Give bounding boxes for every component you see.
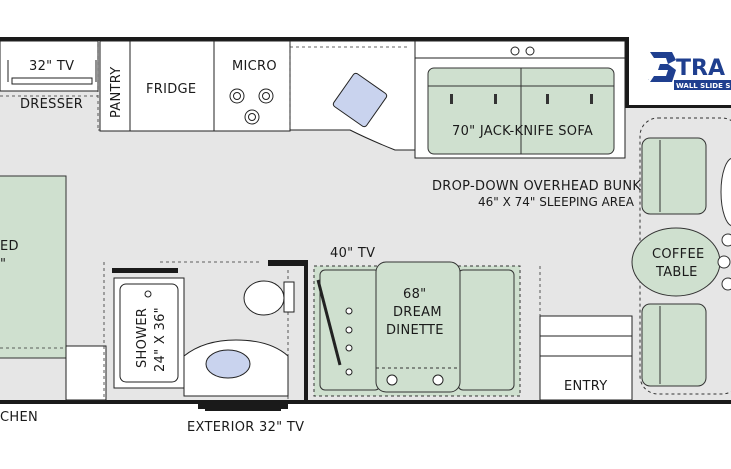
dinette-label-3: DINETTE	[386, 323, 444, 338]
bed	[0, 175, 67, 359]
shower-size: 24" X 36"	[153, 307, 168, 372]
coffee-table	[631, 227, 721, 297]
logo-mark: 3	[648, 79, 649, 81]
bath-wall-right	[304, 260, 308, 400]
jack-knife-sofa	[427, 67, 615, 155]
kitchen-label-fragment: CHEN	[0, 410, 38, 425]
top-wall	[0, 37, 625, 41]
entry-label: ENTRY	[564, 379, 608, 394]
entry-steps	[539, 315, 633, 401]
tv-32-label: 32" TV	[29, 59, 74, 74]
steering-wheel	[720, 157, 731, 227]
tv-lift	[316, 279, 353, 376]
front-seat-top	[641, 137, 707, 215]
micro-label: MICRO	[232, 59, 277, 74]
fridge-label: FRIDGE	[146, 82, 196, 97]
cooktop	[229, 88, 274, 125]
tv-40-label: 40" TV	[330, 246, 375, 261]
coffee-label-2: TABLE	[655, 265, 698, 280]
shower-pan	[119, 283, 179, 383]
logo-word: TRA	[676, 56, 725, 81]
bottom-wall	[0, 400, 731, 404]
kitchen-sink	[332, 72, 388, 128]
shower-drain	[144, 290, 152, 298]
front-seat-bottom	[641, 303, 707, 387]
cab-divider-wall	[625, 37, 629, 107]
bedroom-tv-cabinet	[0, 40, 99, 92]
dash-panel	[717, 233, 731, 291]
bath-vanity	[183, 339, 289, 397]
bed-label-fragment: ED	[0, 239, 19, 254]
dinette-label-1: 68"	[403, 287, 426, 302]
brand-logo: 3 TRA WALL SLIDE S	[648, 52, 731, 90]
kitchen-counter	[65, 345, 107, 401]
shower-label: SHOWER	[135, 308, 150, 368]
exterior-tv	[198, 404, 288, 409]
sofa-label: 70" JACK-KNIFE SOFA	[452, 124, 593, 139]
pantry-label: PANTRY	[109, 66, 124, 118]
dinette-seat-right	[457, 269, 515, 391]
cab-divider-wall-top	[625, 105, 731, 108]
toilet	[243, 280, 295, 316]
dinette-table	[375, 261, 461, 393]
bunk-title: DROP-DOWN OVERHEAD BUNK	[432, 179, 641, 194]
dinette-label-2: DREAM	[393, 305, 442, 320]
bunk-size: 46" X 74" SLEEPING AREA	[478, 195, 635, 209]
bed-size-fragment: "	[0, 257, 6, 272]
dresser-label: DRESSER	[20, 97, 83, 112]
logo-tagline: WALL SLIDE S	[676, 82, 730, 90]
bath-wall-top-right	[268, 260, 308, 266]
bath-wall-top-left	[112, 268, 178, 273]
coffee-label-1: COFFEE	[652, 247, 705, 262]
exterior-tv-label: EXTERIOR 32" TV	[187, 420, 304, 435]
